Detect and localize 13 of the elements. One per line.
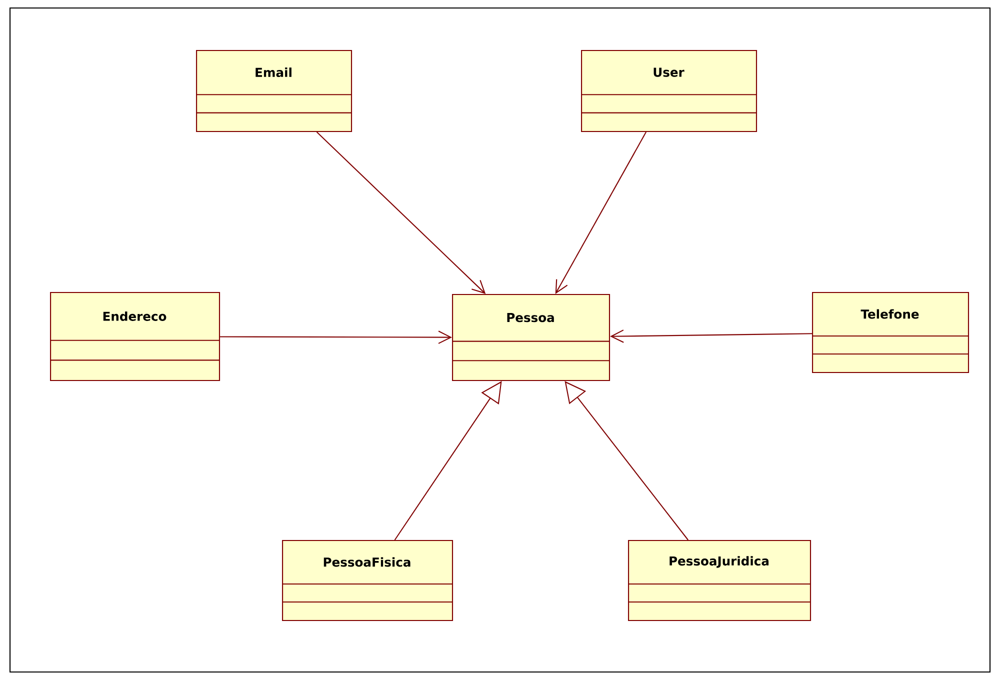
arrow	[220, 330, 452, 344]
arrow	[394, 381, 502, 540]
class-box: PessoaJuridica	[628, 540, 812, 622]
class-box: Endereco	[50, 292, 220, 382]
arrow	[316, 132, 486, 294]
class-box: User	[581, 50, 758, 132]
class-box: Pessoa	[452, 294, 610, 382]
arrow	[555, 132, 647, 294]
class-box: Telefone	[812, 292, 970, 374]
arrow	[610, 330, 812, 343]
arrow	[564, 381, 688, 540]
class-box: Email	[196, 50, 352, 132]
class-box: PessoaFisica	[282, 540, 454, 622]
